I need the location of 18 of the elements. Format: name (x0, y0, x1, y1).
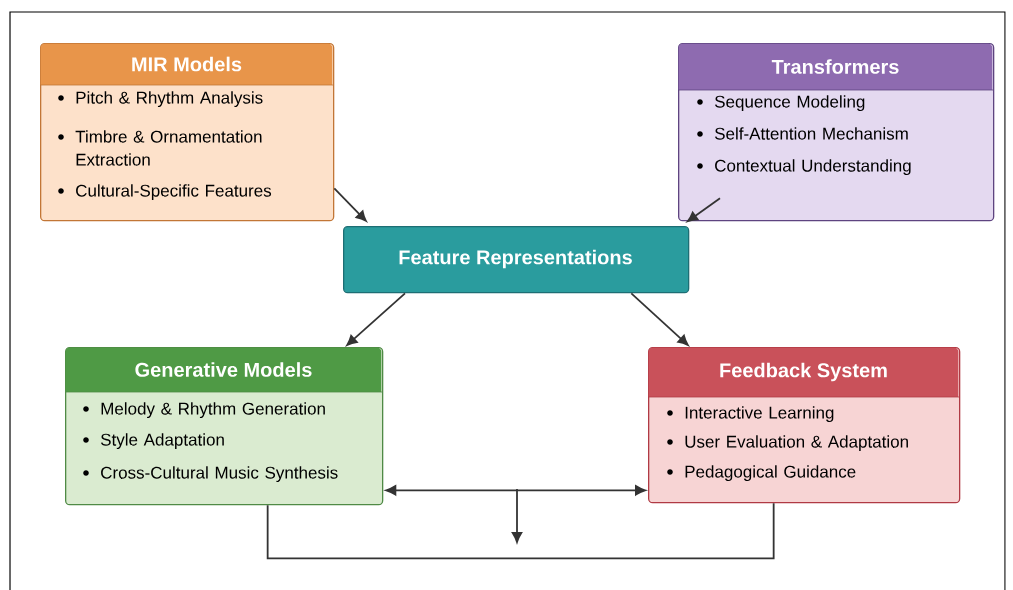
bullet-item: Cross-Cultural Music Synthesis (101, 466, 338, 483)
arrow (630, 292, 689, 346)
bullet-item: Interactive Learning (685, 406, 834, 423)
feature-box: Feature Representations (343, 226, 690, 294)
bullet-item: Style Adaptation (100, 433, 224, 450)
bullet-item: User Evaluation & Adaptation (685, 435, 908, 452)
bullet-item: Pedagogical Guidance (685, 465, 856, 482)
bullet-item: Pitch & Rhythm Analysis (76, 91, 263, 108)
arrow (686, 197, 721, 223)
bullet-item: Sequence Modeling (714, 95, 865, 112)
bullet-item: Self-Attention Mechanism (714, 127, 908, 140)
arrow (385, 485, 646, 496)
bullet-item: Melody & Rhythm Generation (101, 402, 325, 419)
bullet-item: Timbre & Ornamentation Extraction (75, 130, 262, 166)
arrow (333, 187, 367, 222)
bullet-item: Contextual Understanding (715, 159, 911, 176)
arrow (346, 292, 406, 346)
bullet-item: Cultural-Specific Features (76, 184, 272, 201)
